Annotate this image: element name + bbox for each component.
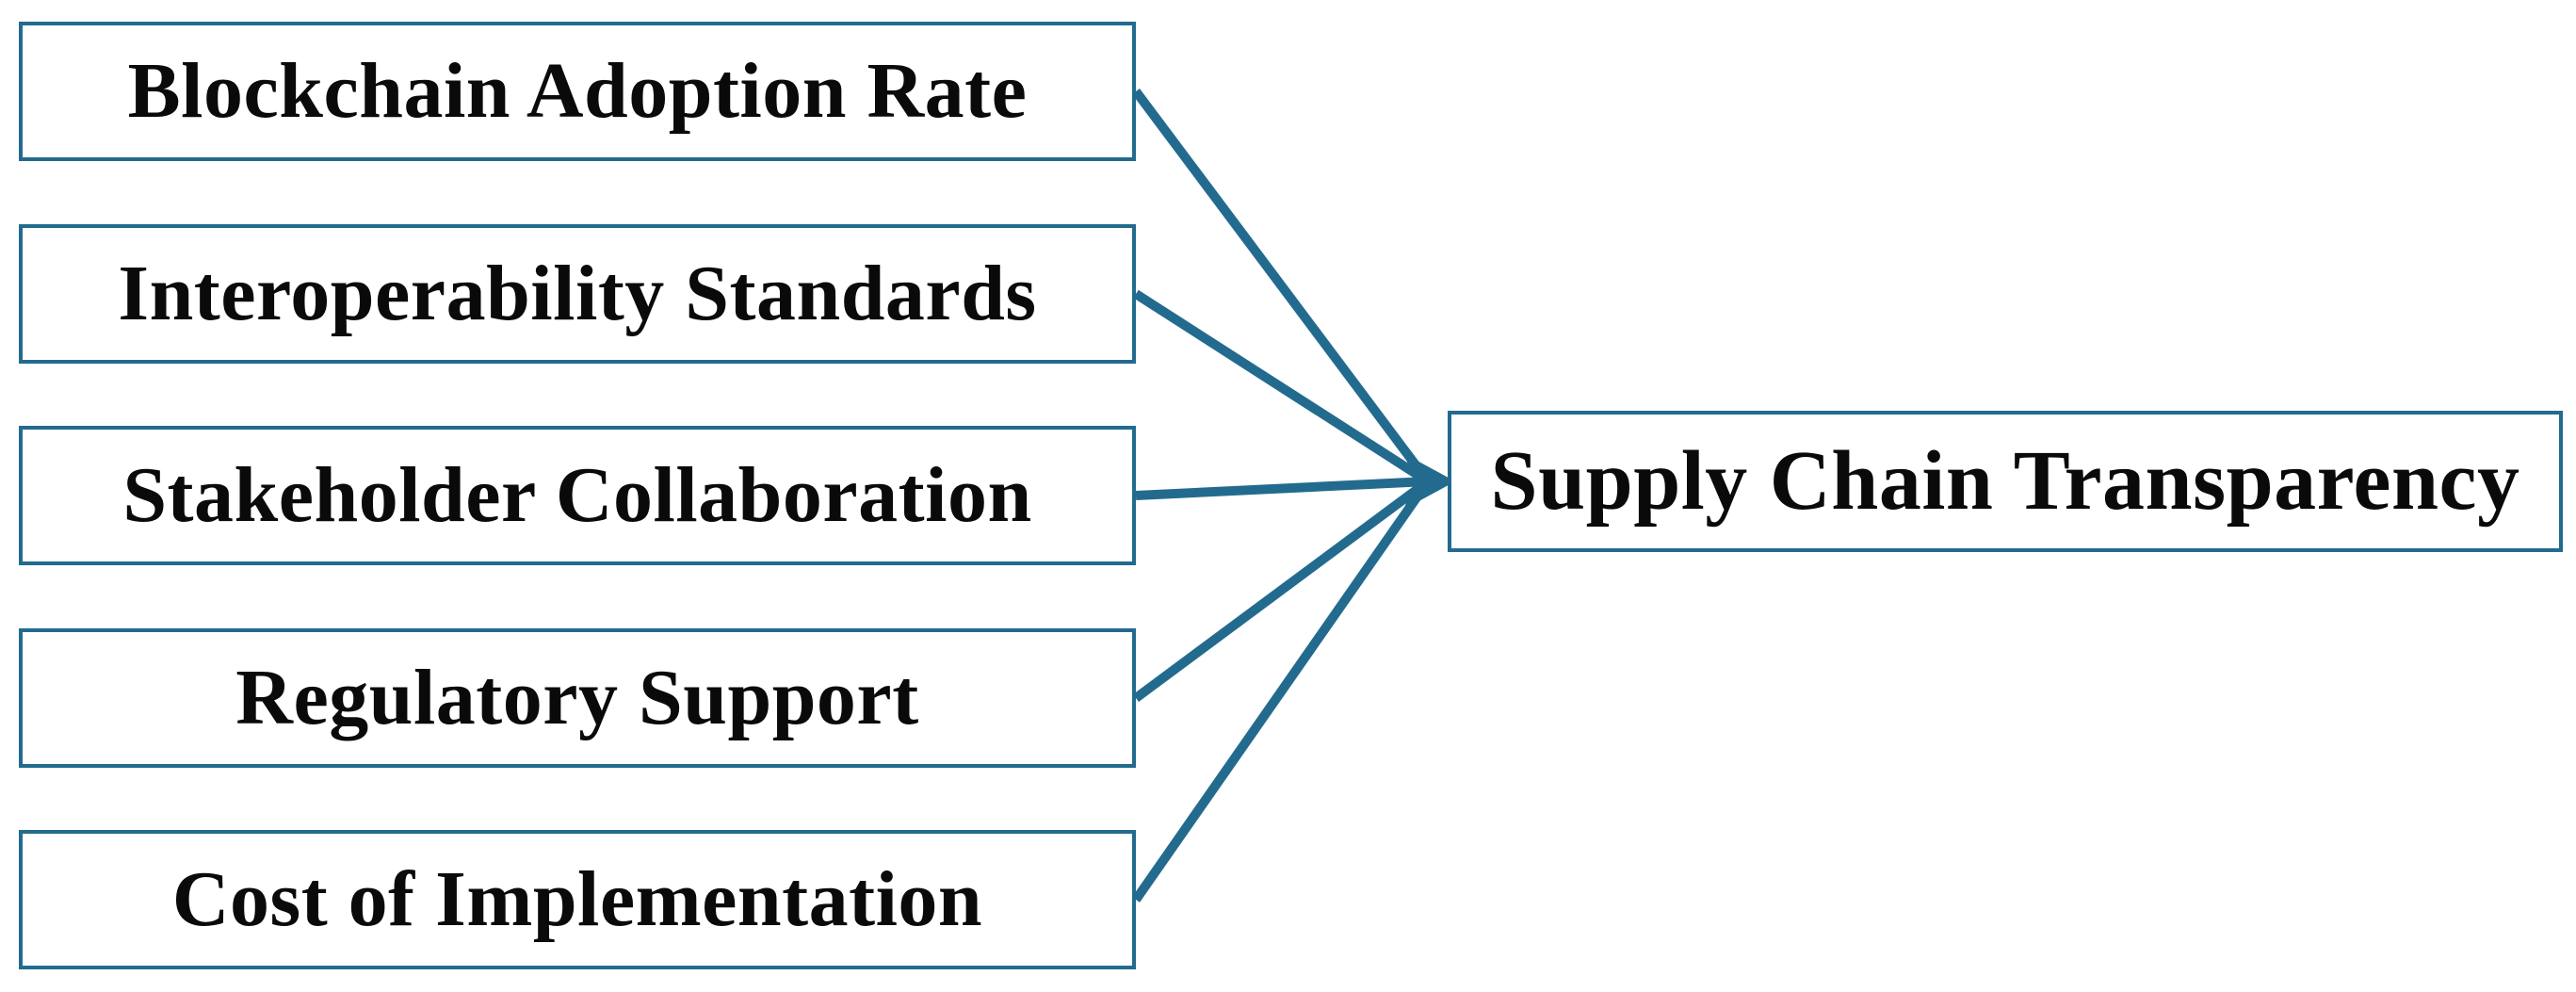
node-label-regulatory-support: Regulatory Support [235,654,919,741]
node-label-stakeholder-collaboration: Stakeholder Collaboration [122,451,1032,539]
connector-line-regulatory-support [1133,477,1431,703]
node-blockchain-adoption-rate: Blockchain Adoption Rate [19,22,1136,161]
node-supply-chain-transparency: Supply Chain Transparency [1448,411,2563,552]
node-cost-of-implementation: Cost of Implementation [19,830,1136,969]
connector-line-stakeholder-collaboration [1135,477,1429,500]
connector-line-blockchain-adoption-rate [1131,89,1433,484]
node-label-cost-of-implementation: Cost of Implementation [171,855,983,943]
connector-line-cost-of-implementation [1131,479,1433,903]
node-interoperability-standards: Interoperability Standards [19,224,1136,364]
node-stakeholder-collaboration: Stakeholder Collaboration [19,426,1136,565]
connector-line-interoperability-standards [1133,289,1431,486]
node-label-blockchain-adoption-rate: Blockchain Adoption Rate [127,47,1028,135]
arrowhead-icon [1403,453,1455,510]
node-regulatory-support: Regulatory Support [19,628,1136,768]
node-label-interoperability-standards: Interoperability Standards [118,250,1037,337]
node-label-supply-chain-transparency: Supply Chain Transparency [1490,434,2520,528]
